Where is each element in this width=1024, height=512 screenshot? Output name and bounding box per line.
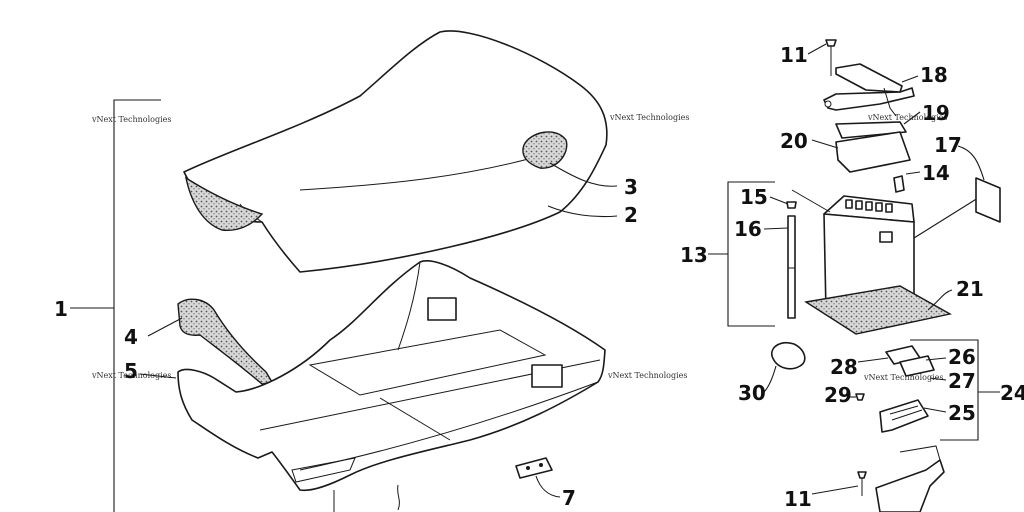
watermark-text: vNext Technologies [863,373,943,382]
battery-cover-plate [975,177,1001,223]
battery-mat [804,285,952,335]
callout-3: 3 [624,175,638,199]
latch-receptacle [531,364,563,388]
seat-base [177,260,606,492]
callout-14: 14 [922,161,950,185]
callout-7: 7 [562,486,576,510]
leader-19 [903,111,921,125]
callout-21: 21 [956,277,984,301]
screw-top [825,39,837,47]
callout-13: 13 [680,243,708,267]
callout-27: 27 [948,369,976,393]
callout-26: 26 [948,345,976,369]
watermark-text: vNext Technologies [607,371,687,380]
screw-29 [855,393,865,401]
callout-5: 5 [124,359,138,383]
leader-11-top [807,43,827,55]
terminal-bolt [893,175,905,193]
seat-bracket [515,457,553,479]
callout-20: 20 [780,129,808,153]
leader-4 [147,317,183,337]
leader-17b [957,145,985,181]
leader-20 [811,139,839,149]
seat-cover [183,30,608,273]
watermark-text: vNext Technologies [91,371,171,380]
callout-4: 4 [124,325,138,349]
mounting-bracket [875,459,945,512]
leader-2 [547,205,618,218]
hold-down-pad [835,121,907,139]
callout-24: 24 [1000,381,1024,405]
leader-11-bottom [811,485,859,495]
callout-19: 19 [922,101,950,125]
callout-28: 28 [830,355,858,379]
assembly-bracket-1 [113,99,161,512]
leader-5 [139,373,177,379]
callout-11-top: 11 [780,43,808,67]
battery-hold-down [823,63,915,117]
callout-16: 16 [734,217,762,241]
watermark-text: vNext Technologies [609,113,689,122]
watermark-text: vNext Technologies [867,113,947,122]
vent-plug [786,201,797,209]
leader-15 [769,196,789,205]
latch-receptacle [427,297,457,321]
callout-18: 18 [920,63,948,87]
leader-26 [925,357,947,361]
leader-28 [857,357,889,363]
leader-18 [901,75,919,83]
foam-patch [522,131,568,169]
leader-17 [913,197,979,239]
leader-7 [535,475,561,498]
callout-15: 15 [740,185,768,209]
screw-bottom [857,471,867,479]
callout-2: 2 [624,203,638,227]
vent-tube [787,215,796,319]
leader-14 [905,171,921,175]
leader-27 [929,377,947,381]
callout-17: 17 [934,133,962,157]
callout-25: 25 [948,401,976,425]
leader-25 [923,407,947,413]
watermark-text: vNext Technologies [91,115,171,124]
leader-30 [763,365,777,393]
fuse-cover [899,355,935,377]
callout-1: 1 [54,297,68,321]
battery-bracket-plate [835,131,911,173]
retaining-ring [771,341,806,370]
callout-30: 30 [738,381,766,405]
leader-16 [763,227,789,230]
assembly-bracket-24 [910,339,979,441]
callout-11-bottom: 11 [784,487,812,511]
callout-29: 29 [824,383,852,407]
leader-3 [549,162,618,187]
leader-21 [927,289,953,311]
